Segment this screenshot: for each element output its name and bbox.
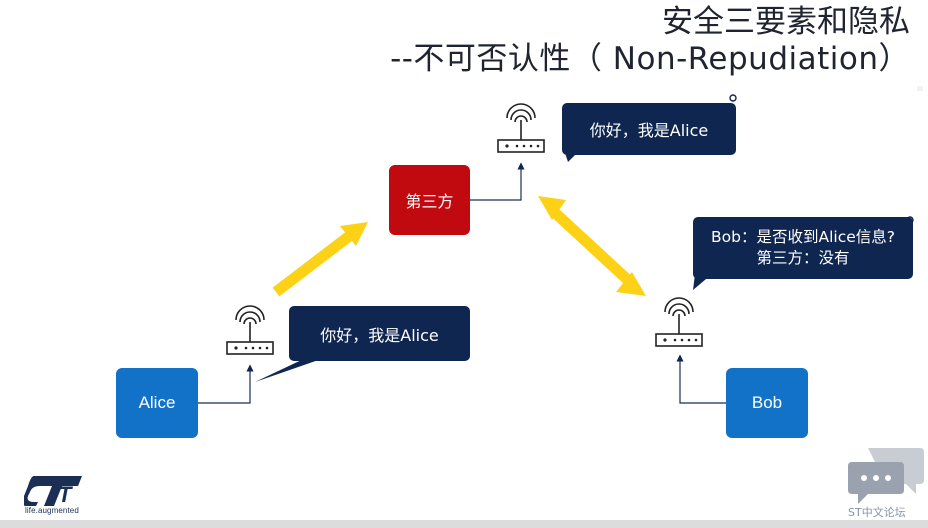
yellow-arrow-up [272,222,368,297]
speech-bubble-right: Bob：是否收到Alice信息? 第三方：没有 [693,217,913,279]
connector-bob-router [676,354,726,404]
st-tagline: life.augmented [25,506,79,515]
router-icon [497,103,545,153]
svg-text:T: T [58,482,73,507]
speech-bubble-top: 你好，我是Alice [562,103,736,155]
footer-bar [0,520,928,528]
st-logo: T [24,476,82,507]
title-accent [917,86,923,91]
bubble-top-text: 你好，我是Alice [589,121,709,140]
bubble-tail-left [255,356,330,382]
forum-label: ST中文论坛 [848,506,906,519]
bubble-right-line-1: Bob：是否收到Alice信息? [711,228,895,247]
third-party-node: 第三方 [389,165,470,235]
router-icon [226,305,274,355]
bob-node: Bob [726,368,808,438]
chat-forum-icon [848,448,924,504]
connector-third-router [470,162,525,201]
alice-node: Alice [116,368,198,438]
router-icon [655,297,703,347]
slide-title: 安全三要素和隐私 --不可否认性（ Non-Repudiation） [390,4,910,77]
yellow-double-arrow [538,196,646,296]
bubble-right-line-2: 第三方：没有 [756,249,850,267]
bubble-left-text: 你好，我是Alice [320,325,439,345]
title-line-1: 安全三要素和隐私 [662,4,910,40]
title-line-2: --不可否认性（ Non-Repudiation） [390,40,910,77]
speech-bubble-left: 你好，我是Alice [289,306,470,361]
connector-alice-router [198,364,254,404]
